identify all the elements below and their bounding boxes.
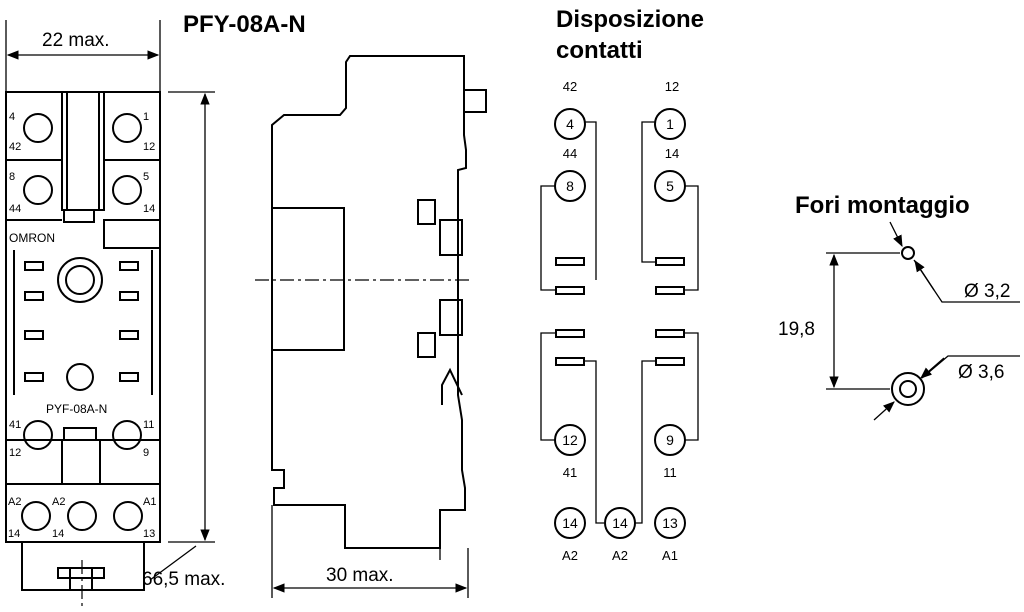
contact-layout: Disposizione contatti	[540, 6, 704, 563]
contact-label: 44	[563, 146, 577, 161]
hole-spacing: 19,8	[778, 319, 815, 340]
terminal-label: 41	[9, 419, 21, 431]
side-view: 30 max.	[255, 55, 487, 598]
brand-label: OMRON	[9, 231, 55, 245]
contacts-title: Disposizione	[556, 6, 704, 33]
contact-number: 14	[612, 515, 628, 531]
contact-number: 8	[566, 178, 574, 194]
mounting-title: Fori montaggio	[795, 192, 970, 219]
terminal-label: 4	[9, 111, 15, 123]
width-dimension: 22 max.	[42, 30, 110, 51]
contact-label: A2	[612, 548, 628, 563]
terminal-label: 12	[9, 447, 21, 459]
terminal-label: 14	[52, 528, 64, 540]
contact-label: 11	[663, 465, 677, 480]
terminal-label: 1	[143, 111, 149, 123]
terminal-label: A2	[8, 496, 21, 508]
terminal-label: 12	[143, 141, 155, 153]
terminal-label: 5	[143, 171, 149, 183]
contact-label: A2	[562, 548, 578, 563]
terminal-label: 13	[143, 528, 155, 540]
model-label: PYF-08A-N	[46, 402, 107, 416]
contact-number: 1	[666, 116, 674, 132]
contacts-title: contatti	[556, 37, 643, 64]
terminal-label: 11	[143, 419, 154, 431]
front-view: 22 max.	[5, 20, 225, 608]
large-hole-diameter: Ø 3,6	[958, 362, 1004, 383]
terminal-label: 14	[143, 203, 155, 215]
contact-label: 41	[563, 465, 577, 480]
contact-label: 14	[665, 146, 679, 161]
contact-label: 42	[563, 79, 577, 94]
terminal-label: 9	[143, 447, 149, 459]
contact-number: 14	[562, 515, 578, 531]
mounting-holes: Fori montaggio 19,8 Ø 3,2 Ø 3,6	[778, 192, 1020, 421]
contact-number: 12	[562, 432, 578, 448]
terminal-label: A1	[143, 496, 156, 508]
terminal-label: A2	[52, 496, 65, 508]
terminal-label: 8	[9, 171, 15, 183]
contact-number: 9	[666, 432, 674, 448]
small-hole-diameter: Ø 3,2	[964, 281, 1010, 302]
contact-label: 12	[665, 79, 679, 94]
contact-label: A1	[662, 548, 678, 563]
terminal-label: 42	[9, 141, 21, 153]
drawing-title: PFY-08A-N	[183, 11, 306, 38]
contact-number: 5	[666, 178, 674, 194]
height-dimension: 66,5 max.	[142, 569, 225, 590]
terminal-label: 44	[9, 203, 21, 215]
terminal-label: 14	[8, 528, 20, 540]
contact-number: 13	[662, 515, 678, 531]
depth-dimension: 30 max.	[326, 565, 394, 586]
contact-number: 4	[566, 116, 574, 132]
